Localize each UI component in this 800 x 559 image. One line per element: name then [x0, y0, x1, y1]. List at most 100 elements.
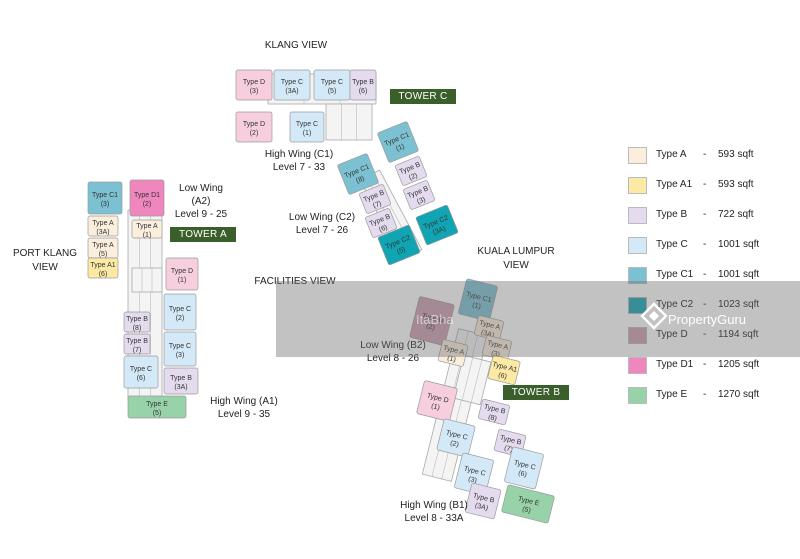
- unit-block: Type B (3A): [163, 367, 199, 395]
- tower-b-badge: TOWER B: [503, 385, 569, 400]
- unit-number-text: (7): [503, 445, 513, 454]
- unit-block: Type D(3): [235, 69, 273, 101]
- unit-type-text: Type A: [136, 223, 158, 230]
- legend-swatch: [628, 387, 647, 404]
- unit-number-text: (5): [153, 410, 162, 417]
- wing-b2-label: Low Wing (B2)Level 8 - 26: [360, 340, 426, 364]
- unit-number-text: (2): [449, 440, 459, 449]
- wing-a2-label: Low Wing(A2)Level 9 - 25: [174, 183, 228, 220]
- unit-type-text: Type A: [92, 242, 114, 249]
- unit-type-text: Type C: [321, 79, 343, 86]
- legend-size: 1023 sqft: [718, 299, 760, 310]
- legend-dash: -: [703, 179, 707, 190]
- unit-block: Type B(8): [478, 398, 510, 426]
- legend-type-name: Type C1: [656, 269, 694, 280]
- unit-number-text: (8): [133, 325, 142, 332]
- unit-block: Type D1 (2): [129, 179, 165, 217]
- legend-dash: -: [703, 209, 707, 220]
- unit-block: Type C(3A): [273, 69, 311, 101]
- unit-number-text: (1): [446, 355, 456, 364]
- unit-block: Type D(1): [416, 380, 458, 422]
- unit-type-text: Type A1: [90, 262, 115, 269]
- legend-dash: -: [703, 239, 707, 250]
- legend-dash: -: [703, 269, 707, 280]
- unit-type-text: Type D1: [134, 192, 160, 199]
- unit-number-text: (6): [359, 88, 368, 95]
- unit-block: Type A(1): [131, 219, 163, 239]
- legend-dash: -: [703, 149, 707, 160]
- core-area: [325, 103, 373, 141]
- watermark-brand: PropertyGuru: [668, 312, 747, 327]
- unit-type-text: Type B: [352, 79, 374, 86]
- legend-type-name: Type C2: [656, 299, 694, 310]
- legend-size: 1194 sqft: [718, 329, 759, 340]
- unit-type-text: Type C: [169, 343, 191, 350]
- unit-block: Type E(5): [501, 484, 555, 524]
- unit-type-text: Type C: [169, 306, 191, 313]
- unit-block: Type C (5): [313, 69, 351, 101]
- legend-size: 1001 sqft: [718, 239, 760, 250]
- unit-block: Type C2(5): [377, 224, 421, 266]
- legend-type-name: Type A1: [656, 179, 693, 190]
- unit-number-text: (6): [137, 375, 146, 382]
- unit-number-text: (3A): [285, 88, 298, 95]
- legend-dash: -: [703, 299, 707, 310]
- unit-block: Type C1(3): [87, 181, 123, 215]
- unit-number-text: (6): [378, 224, 389, 234]
- legend-size: 593 sqft: [718, 149, 754, 160]
- unit-number-text: (6): [497, 372, 507, 381]
- unit-type-text: Type D: [171, 268, 193, 275]
- unit-block: Type A(3A): [87, 215, 119, 237]
- legend-dash: -: [703, 329, 707, 340]
- legend-type-name: Type B: [656, 209, 688, 220]
- unit-number-text: (3A): [480, 329, 495, 339]
- legend-dash: -: [703, 389, 707, 400]
- unit-block: Type D (1): [165, 257, 199, 291]
- legend-swatch: [628, 177, 647, 194]
- unit-type-text: Type B: [170, 375, 192, 382]
- unit-number-text: (2): [425, 323, 435, 332]
- unit-number-text: (6): [99, 271, 108, 278]
- facilities-view-label: FACILITIES VIEW: [254, 276, 336, 287]
- unit-block: Type E (5): [127, 395, 187, 419]
- unit-number-text: (2): [176, 315, 185, 322]
- legend-size: 722 sqft: [718, 209, 754, 220]
- unit-type-text: Type C1: [92, 192, 118, 199]
- unit-number-text: (5): [328, 88, 337, 95]
- unit-type-text: Type D: [243, 121, 265, 128]
- unit-block: Type C(6): [504, 446, 544, 490]
- legend-dash: -: [703, 359, 707, 370]
- unit-number-text: (3): [250, 88, 259, 95]
- unit-number-text: (2): [143, 201, 152, 208]
- klang-view-label: KLANG VIEW: [264, 40, 328, 51]
- legend-swatch: [628, 357, 647, 374]
- unit-block: Type C (3): [163, 331, 197, 367]
- legend-swatch: [628, 237, 647, 254]
- unit-type-text: Type C: [130, 366, 152, 373]
- unit-block: Type C1(1): [377, 121, 419, 163]
- unit-block: Type B(3): [403, 180, 435, 210]
- unit-block: Type C(1): [289, 111, 325, 143]
- legend-swatch: [628, 207, 647, 224]
- unit-number-text: (3): [176, 352, 185, 359]
- unit-type-text: Type E: [146, 401, 168, 408]
- unit-block: Type D(2): [235, 111, 273, 143]
- tower-c-badge: TOWER C: [390, 89, 456, 104]
- legend-swatch: [628, 327, 647, 344]
- unit-number-text: (8): [487, 414, 497, 423]
- unit-number-text: (3A): [432, 225, 447, 236]
- propertyguru-logo-icon: [640, 302, 668, 330]
- legend-type-name: Type E: [656, 389, 688, 400]
- unit-number-text: (1): [471, 302, 481, 311]
- watermark-band: [276, 281, 800, 357]
- unit-block: Type C(2): [436, 418, 476, 458]
- unit-block: Type C (6): [123, 355, 159, 389]
- unit-number-text: (3A): [174, 384, 187, 391]
- core-area: [131, 267, 163, 293]
- legend-size: 1001 sqft: [718, 269, 760, 280]
- unit-block: Type A (5): [87, 237, 119, 259]
- wing-a1-label: High Wing (A1)Level 9 - 35: [210, 396, 278, 420]
- unit-number-text: (1): [178, 277, 187, 284]
- unit-number-text: (5): [99, 251, 108, 258]
